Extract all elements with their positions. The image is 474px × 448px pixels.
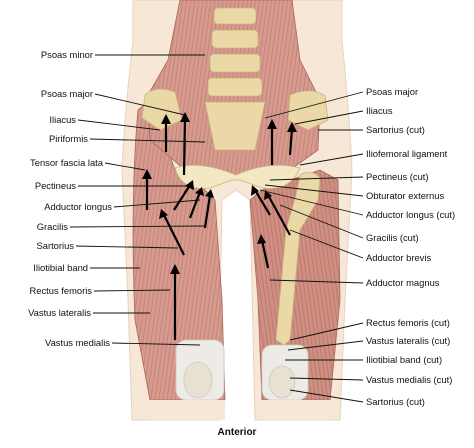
pubic-bone (174, 164, 301, 189)
left-lower-leg (150, 400, 225, 420)
label-left: Adductor longus (44, 201, 112, 212)
label-right: Psoas major (366, 86, 419, 97)
label-left: Iliacus (49, 114, 76, 125)
label-left: Rectus femoris (29, 285, 92, 296)
label-right: Iliotibial band (cut) (366, 354, 443, 365)
right-leader-lines (259, 91, 364, 403)
left-patella (183, 361, 213, 399)
right-iliac-crest (287, 90, 329, 131)
right-arrow-heads (251, 119, 297, 244)
label-right: Adductor longus (cut) (366, 209, 456, 220)
left-leader-lines (69, 54, 206, 346)
label-right: Iliacus (366, 105, 393, 116)
label-right: Adductor magnus (366, 277, 440, 288)
view-caption: Anterior (217, 427, 257, 438)
label-left: Gracilis (36, 221, 68, 232)
label-left: Pectineus (34, 180, 76, 191)
label-right: Rectus femoris (cut) (366, 317, 450, 328)
label-left: Psoas minor (40, 49, 93, 60)
left-arrow-heads (142, 112, 214, 274)
label-right: Vastus lateralis (cut) (366, 335, 451, 346)
label-left: Piriformis (48, 133, 88, 144)
left-action-arrows (145, 117, 212, 340)
label-right: Sartorius (cut) (366, 124, 425, 135)
label-right: Adductor brevis (366, 252, 432, 263)
left-thigh-muscles (132, 99, 226, 401)
label-left: Vastus medialis (45, 337, 110, 348)
lumbar-spine (204, 7, 266, 151)
label-right: Obturator externus (366, 190, 445, 201)
label-left: Sartorius (36, 240, 74, 251)
label-right: Iliofemoral ligament (366, 148, 448, 159)
label-left: Tensor fascia lata (30, 157, 103, 168)
right-action-arrows (254, 125, 294, 269)
label-left: Psoas major (40, 88, 93, 99)
right-patella (268, 365, 296, 399)
label-right: Vastus medialis (cut) (366, 374, 453, 385)
label-right: Sartorius (cut) (366, 396, 425, 407)
label-right: Gracilis (cut) (366, 232, 419, 243)
label-left: Vastus lateralis (28, 307, 91, 318)
right-lower-leg (262, 400, 330, 420)
label-left: Iliotibial band (33, 262, 88, 273)
label-right: Pectineus (cut) (366, 171, 429, 182)
